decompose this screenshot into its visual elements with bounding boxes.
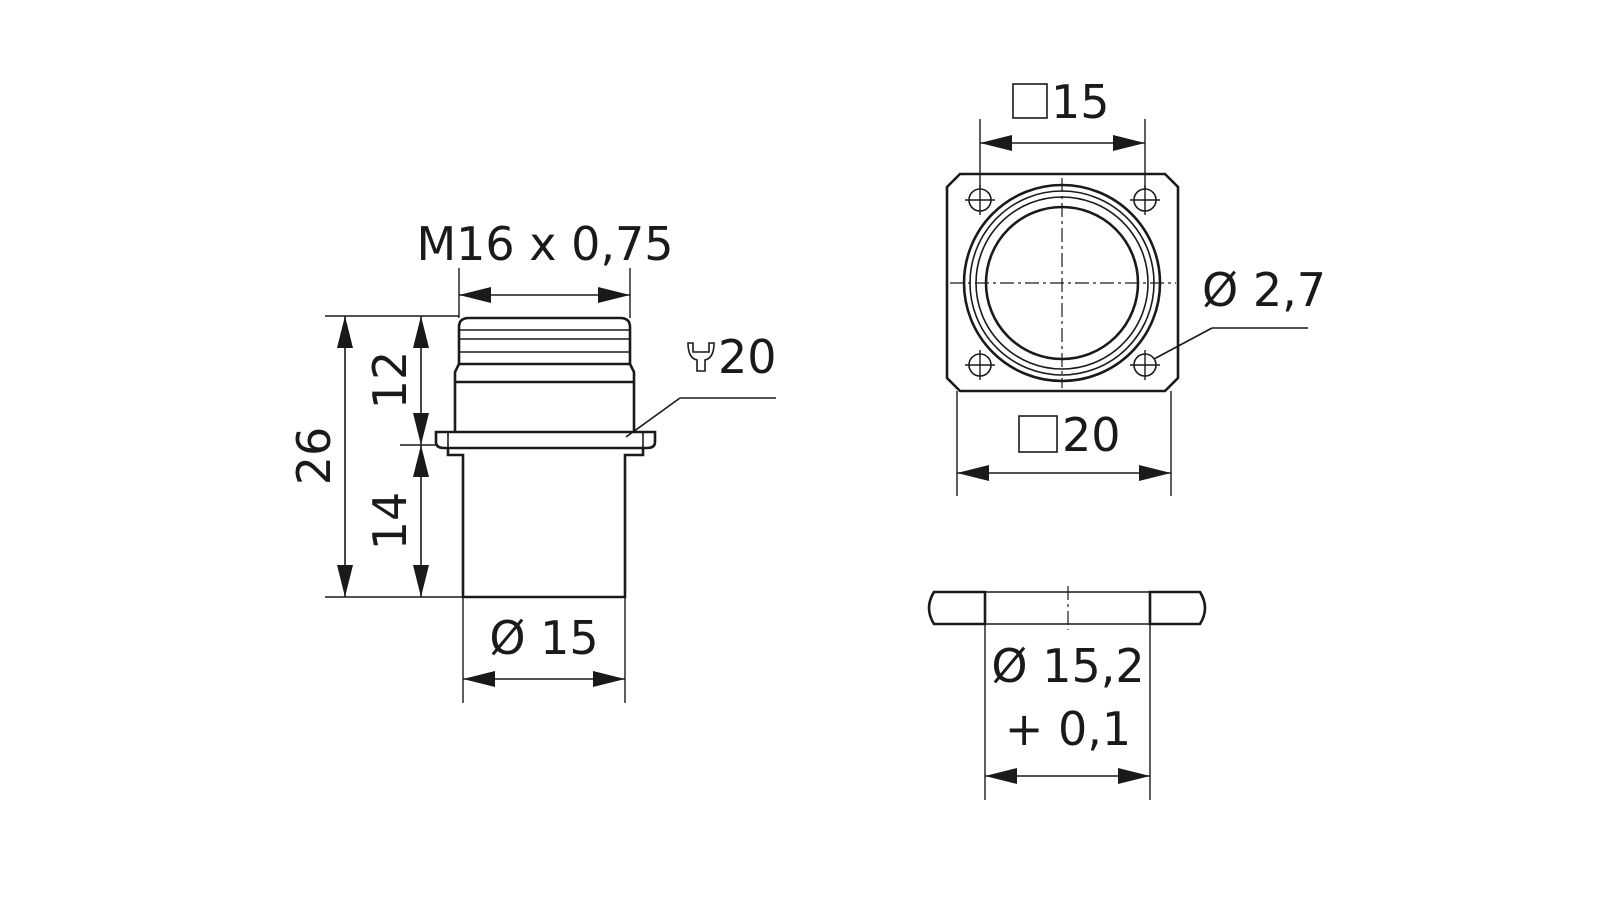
cutout-view: Ø 15,2 + 0,1 [927, 586, 1207, 800]
flange-outline [434, 430, 657, 450]
upper-height-label: 12 [363, 351, 417, 410]
square-symbol [1018, 415, 1058, 453]
cutout-diameter-label: Ø 15,2 [991, 639, 1144, 693]
square-symbol [1012, 83, 1048, 119]
shoulder-outline [453, 363, 636, 432]
hatched-section-left [927, 590, 987, 626]
hole-diameter-label: Ø 2,7 [1202, 263, 1326, 317]
wrench-icon [687, 342, 715, 372]
outer-square-label: 20 [1062, 408, 1121, 462]
hatched-section-right [1148, 590, 1207, 626]
total-height-label: 26 [287, 427, 341, 486]
front-view: 15 20 Ø 2,7 [945, 75, 1326, 496]
cutout-tolerance-label: + 0,1 [1005, 702, 1131, 756]
thread-label: M16 x 0,75 [416, 217, 673, 271]
body-diameter-label: Ø 15 [489, 611, 598, 665]
inner-square-label: 15 [1051, 75, 1110, 129]
wrench-size-label: 20 [718, 330, 777, 384]
side-view: 26 12 14 M16 x 0,75 20 Ø 15 [287, 217, 777, 703]
lower-height-label: 14 [363, 492, 417, 551]
thread-outline [457, 316, 632, 366]
square-flange [945, 172, 1180, 393]
body-outline [446, 448, 645, 599]
